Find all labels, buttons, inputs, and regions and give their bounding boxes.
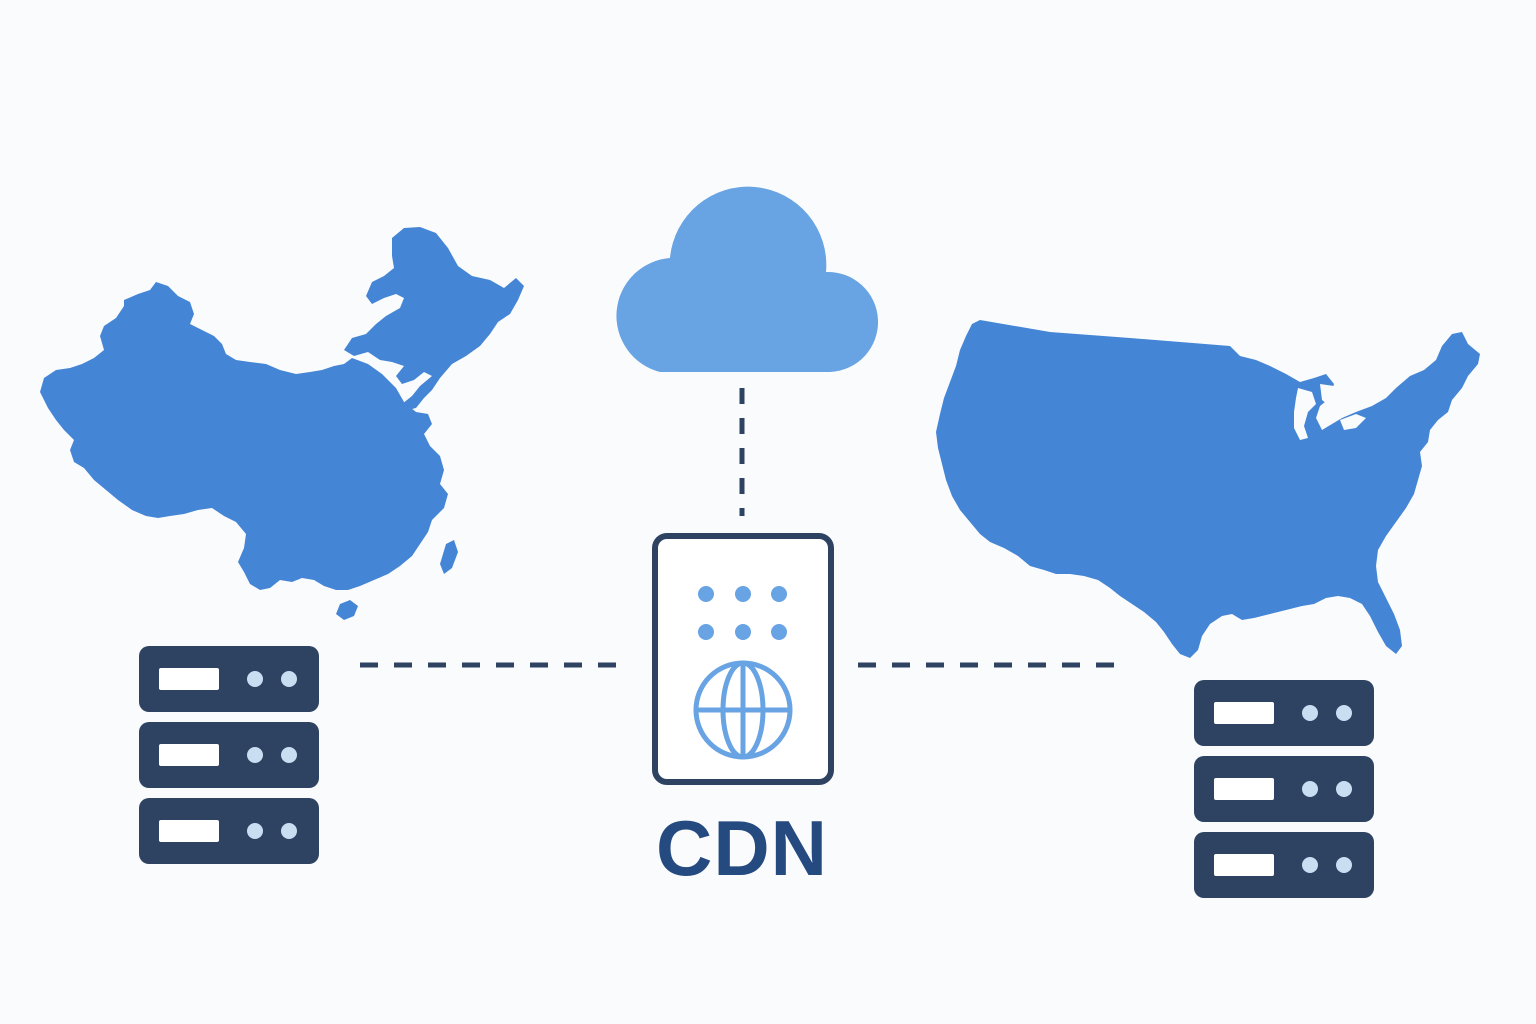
server-unit — [1194, 680, 1374, 746]
server-unit — [139, 722, 319, 788]
server-unit — [1194, 832, 1374, 898]
server-rack-icon — [139, 646, 319, 864]
cdn-indicator-dots — [698, 586, 787, 640]
great-lakes-shape — [1294, 384, 1366, 440]
server-unit — [139, 646, 319, 712]
usa-map-icon — [936, 320, 1480, 658]
server-rack-icon — [1194, 680, 1374, 898]
globe-icon — [693, 660, 793, 760]
server-unit — [139, 798, 319, 864]
cdn-server-icon — [652, 533, 834, 785]
cloud-icon — [616, 186, 879, 372]
server-unit — [1194, 756, 1374, 822]
cdn-label: CDN — [656, 804, 828, 892]
china-map-icon — [40, 227, 524, 620]
